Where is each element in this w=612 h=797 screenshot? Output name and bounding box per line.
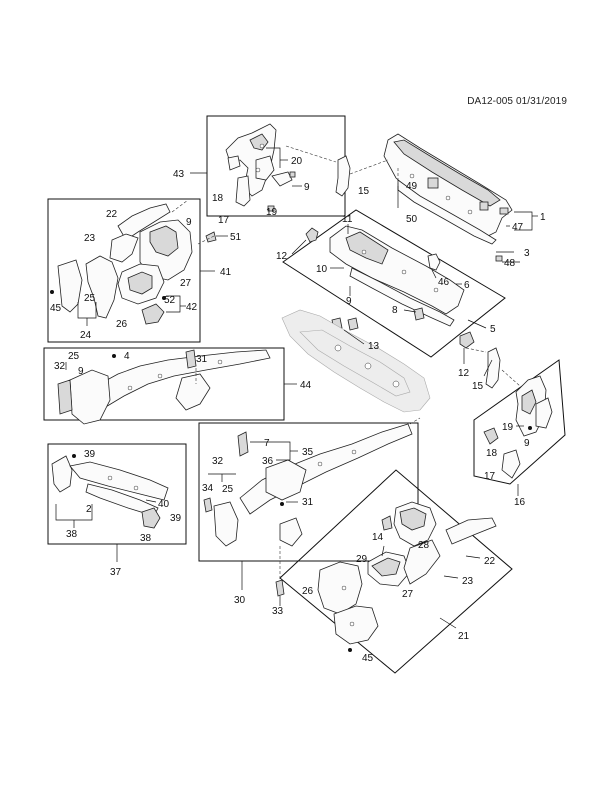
callout-37: 37	[110, 567, 122, 578]
callout-28: 28	[418, 540, 430, 551]
callout-19-g16: 19	[502, 422, 514, 433]
callout-25-g41: 25	[84, 293, 96, 304]
callout-10: 10	[316, 264, 328, 275]
dash-side-panel-part	[225, 123, 296, 212]
callout-47: 47	[512, 222, 524, 233]
callout-9-g44: 9	[78, 366, 84, 377]
pillar-part-15-upper	[335, 155, 351, 197]
group-41-frame	[47, 198, 201, 343]
callout-13: 13	[368, 341, 380, 352]
callout-11: 11	[342, 214, 353, 225]
callout-20: 20	[291, 156, 303, 167]
callout-9-g16: 9	[524, 438, 530, 449]
callout-23-g21: 23	[462, 576, 474, 587]
callout-18-g16: 18	[486, 448, 498, 459]
callout-12-lower: 12	[458, 368, 470, 379]
callout-29: 29	[356, 554, 368, 565]
callout-2: 2	[86, 504, 92, 515]
callout-4: 4	[124, 351, 130, 362]
callout-23-g41: 23	[84, 233, 96, 244]
callout-52: 52	[164, 295, 176, 306]
lower-rail-part	[51, 454, 169, 529]
plenum-panel-part	[305, 225, 465, 331]
callout-6: 6	[464, 280, 470, 291]
callout-21: 21	[458, 631, 470, 642]
callout-26-g21: 26	[302, 586, 314, 597]
callout-39-top: 39	[84, 449, 96, 460]
callout-36: 36	[262, 456, 274, 467]
callout-30: 30	[234, 595, 246, 606]
group-30-frame	[198, 422, 419, 562]
callout-22-g21: 22	[484, 556, 496, 567]
callout-12-top: 12	[276, 251, 288, 262]
callout-27-g41: 27	[180, 278, 192, 289]
callout-48: 48	[504, 258, 516, 269]
callout-39-lower: 39	[170, 513, 182, 524]
callout-9-g41: 9	[186, 217, 192, 228]
front-side-rail-part	[57, 349, 271, 425]
guide-lines	[171, 145, 521, 580]
rear-rail-part	[203, 423, 413, 597]
callout-15-top: 15	[358, 186, 370, 197]
callout-19-g43: 19	[266, 207, 278, 218]
callout-40: 40	[158, 499, 170, 510]
callout-33: 33	[272, 606, 284, 617]
callout-16: 16	[514, 497, 526, 508]
wheelhouse-assembly-part	[50, 203, 217, 325]
callout-32-g44: 32	[54, 361, 66, 372]
callout-31-g44: 31	[196, 354, 208, 365]
leader-lines	[55, 147, 538, 629]
callout-1: 1	[540, 212, 546, 223]
pillar-side-assembly-part	[483, 347, 553, 479]
callout-14: 14	[372, 532, 384, 543]
callout-25-g44: 25	[68, 351, 80, 362]
rear-wheelhouse-assembly-part	[317, 501, 497, 652]
group-5-frame	[282, 209, 506, 358]
callout-5: 5	[490, 324, 496, 335]
document-reference: DA12-005 01/31/2019	[467, 96, 567, 107]
group-16-frame	[473, 359, 566, 485]
callout-15-right: 15	[472, 381, 484, 392]
callout-labels: 43 20 9 18 17 19 15 49 50 1 47 3 48 22 9…	[50, 156, 546, 664]
callout-41: 41	[220, 267, 232, 278]
callout-24: 24	[80, 330, 92, 341]
callout-9-g43: 9	[304, 182, 310, 193]
callout-44: 44	[300, 380, 312, 391]
cowl-top-panel-part	[383, 133, 513, 262]
callout-34: 34	[202, 483, 214, 494]
callout-50: 50	[406, 214, 418, 225]
callout-27-g21: 27	[402, 589, 414, 600]
callout-51: 51	[230, 232, 242, 243]
callout-17-g43: 17	[218, 215, 230, 226]
callout-32-g30: 32	[212, 456, 224, 467]
callout-25-g30: 25	[222, 484, 234, 495]
callout-45-g21: 45	[362, 653, 374, 664]
callout-22-g41: 22	[106, 209, 118, 220]
callout-38-right: 38	[140, 533, 152, 544]
dash-panel-part-ghost	[281, 309, 431, 413]
callout-7: 7	[264, 438, 270, 449]
callout-38-left: 38	[66, 529, 78, 540]
callout-18-g43: 18	[212, 193, 224, 204]
callout-9-g5: 9	[346, 296, 352, 307]
clip-part-12-lower	[459, 331, 475, 349]
callout-17-g16: 17	[484, 471, 496, 482]
callout-8: 8	[392, 305, 398, 316]
callout-31-g30: 31	[302, 497, 314, 508]
callout-49: 49	[406, 181, 418, 192]
callout-42: 42	[186, 302, 198, 313]
callout-3: 3	[524, 248, 530, 259]
callout-45-g41: 45	[50, 303, 62, 314]
callout-26-g41: 26	[116, 319, 128, 330]
callout-35: 35	[302, 447, 314, 458]
callout-43: 43	[173, 169, 185, 180]
callout-46: 46	[438, 277, 450, 288]
